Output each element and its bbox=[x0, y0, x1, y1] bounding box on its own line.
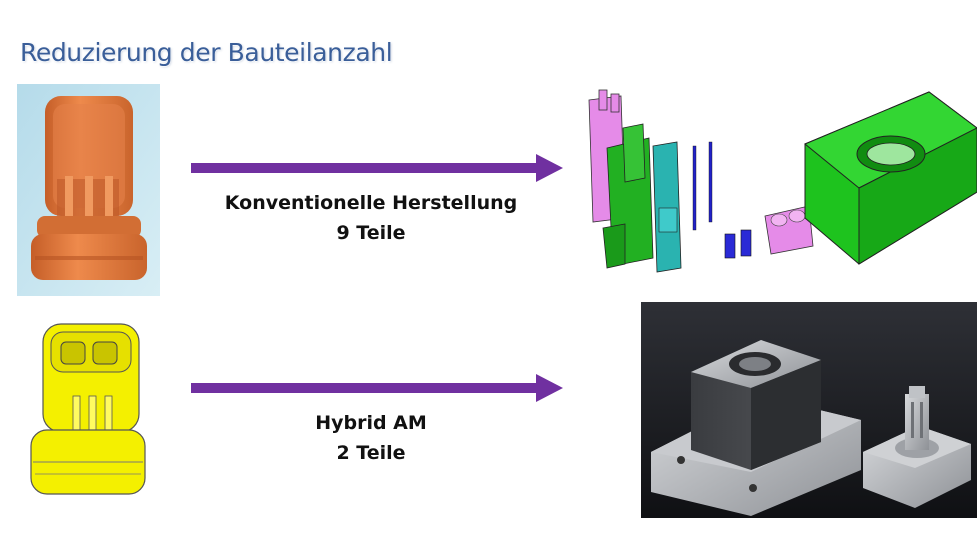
process-arrow-hybrid bbox=[191, 372, 563, 404]
hybrid-am-mold-photo bbox=[641, 302, 977, 518]
conventional-mold-parts-image bbox=[573, 88, 977, 284]
yellow-cad-connector-image bbox=[17, 312, 160, 510]
process-arrow-conventional bbox=[191, 152, 563, 184]
conventional-method-label: Konventionelle Herstellung bbox=[224, 192, 518, 214]
orange-connector-photo bbox=[17, 84, 160, 296]
hybrid-method-label: Hybrid AM bbox=[315, 412, 427, 434]
hybrid-parts-count: 2 Teile bbox=[336, 442, 406, 464]
hybrid-caption: Hybrid AM 2 Teile bbox=[196, 408, 546, 468]
slide-title: Reduzierung der Bauteilanzahl bbox=[20, 38, 393, 67]
conventional-parts-count: 9 Teile bbox=[336, 222, 406, 244]
conventional-caption: Konventionelle Herstellung 9 Teile bbox=[196, 188, 546, 248]
